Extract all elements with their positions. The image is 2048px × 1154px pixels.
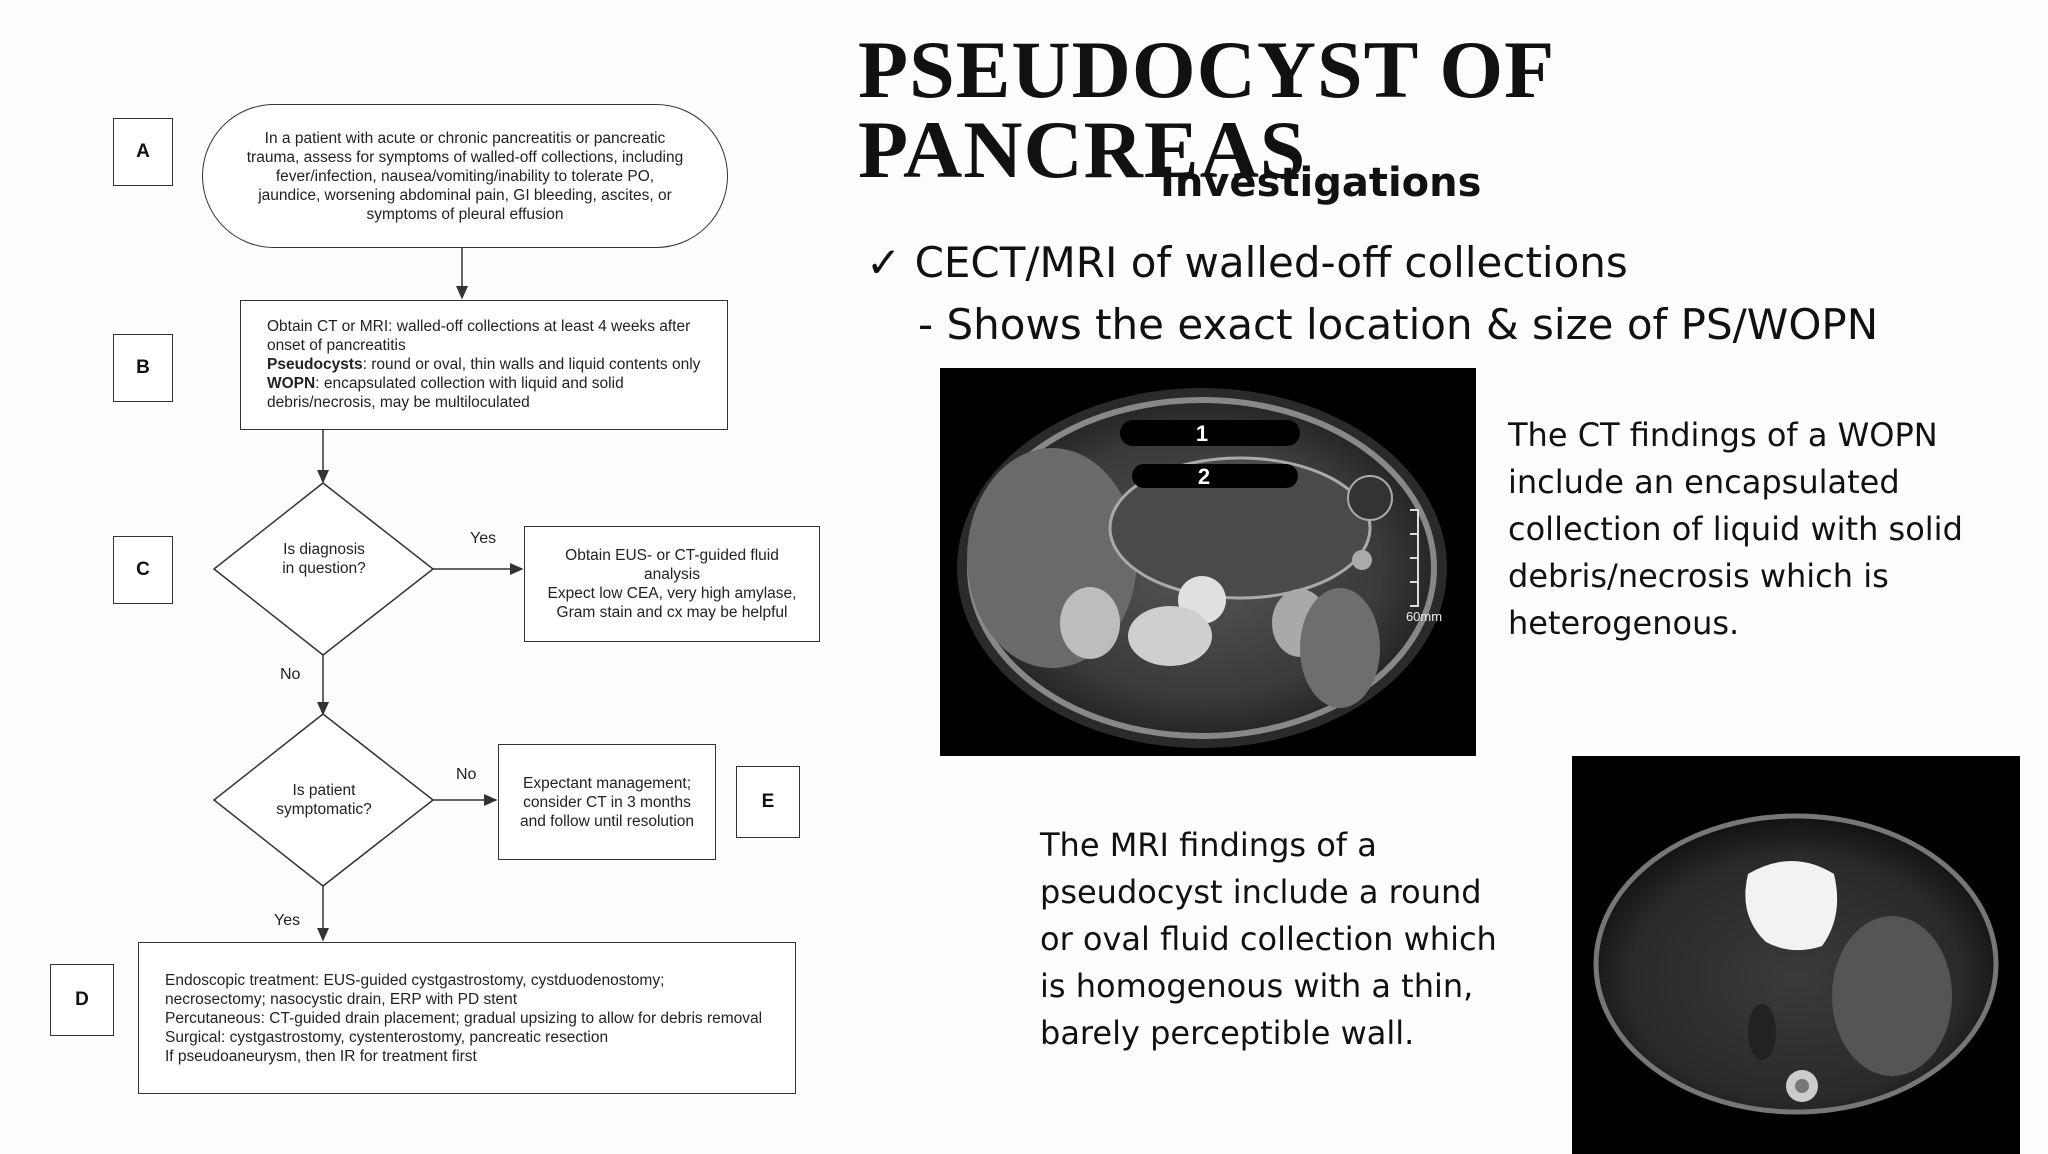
step-b-line1: Obtain CT or MRI: walled-off collections… [267, 318, 691, 354]
step-label-e: E [736, 766, 800, 838]
slide-title: PSEUDOCYST OF PANCREAS [858, 24, 1553, 195]
step-d-line1: Endoscopic treatment: EUS-guided cystgas… [165, 972, 665, 1008]
step-symptomatic-yes-label: Yes [274, 912, 301, 929]
ct-scan-image: 1 2 60mm [940, 368, 1476, 756]
step-d-line3: Surgical: cystgastrostomy, cystenterosto… [165, 1029, 609, 1046]
step-a-oval: In a patient with acute or chronic pancr… [202, 104, 728, 248]
sub-bullet-text: - Shows the exact location & size of PS/… [918, 300, 1879, 349]
step-b-wopn: WOPN: encapsulated collection with liqui… [267, 375, 624, 411]
step-a-text: In a patient with acute or chronic pancr… [246, 129, 684, 223]
mri-scan-drawing [1593, 813, 1999, 1115]
ct-scan-drawing: 1 2 60mm [957, 388, 1447, 748]
decision-diamond-d [212, 713, 435, 887]
step-label-b: B [113, 334, 173, 402]
ct-scale-label: 60mm [1406, 609, 1442, 624]
step-e-box: Expectant management; consider CT in 3 m… [498, 744, 716, 860]
ct-description: The CT findings of a WOPN include an enc… [1508, 416, 1963, 642]
step-label-d: D [50, 964, 114, 1036]
check-icon: ✓ [866, 238, 902, 287]
step-label-a: A [113, 118, 173, 186]
step-symptomatic-no-label: No [456, 766, 477, 783]
ct-marker-2 [1132, 464, 1298, 488]
step-c-result-line2: Expect low CEA, very high amylase, Gram … [547, 585, 797, 621]
bullet-text: CECT/MRI of walled-off collections [914, 238, 1628, 287]
mri-scan-image [1572, 756, 2020, 1154]
step-d-line4: If pseudoaneurysm, then IR for treatment… [165, 1048, 477, 1065]
ct-label-2: 2 [1198, 464, 1210, 489]
step-b-box: Obtain CT or MRI: walled-off collections… [240, 300, 728, 430]
step-c-yes-label: Yes [470, 530, 497, 547]
slide-subtitle: Investigations [1160, 160, 1482, 206]
step-symptomatic-question: Is patient symptomatic? [276, 782, 372, 818]
step-d-box: Endoscopic treatment: EUS-guided cystgas… [138, 942, 796, 1094]
step-b-pseudocysts: Pseudocysts: round or oval, thin walls a… [267, 356, 701, 373]
step-c-no-label: No [280, 666, 301, 683]
decision-diamond-c [212, 482, 435, 656]
bullet-item: ✓ CECT/MRI of walled-off collections [866, 238, 1628, 287]
step-c-question: Is diagnosis in question? [282, 541, 366, 577]
step-c-result-line1: Obtain EUS- or CT-guided fluid analysis [565, 547, 779, 583]
ct-label-1: 1 [1196, 421, 1208, 446]
step-e-text: Expectant management; consider CT in 3 m… [519, 774, 695, 830]
flowchart-connectors [212, 248, 524, 942]
ct-marker-1 [1120, 420, 1300, 446]
step-label-c: C [113, 536, 173, 604]
step-d-line2: Percutaneous: CT-guided drain placement;… [165, 1010, 763, 1027]
step-c-result-box: Obtain EUS- or CT-guided fluid analysis … [524, 526, 820, 642]
mri-description: The MRI findings of a pseudocyst include… [1040, 826, 1497, 1052]
